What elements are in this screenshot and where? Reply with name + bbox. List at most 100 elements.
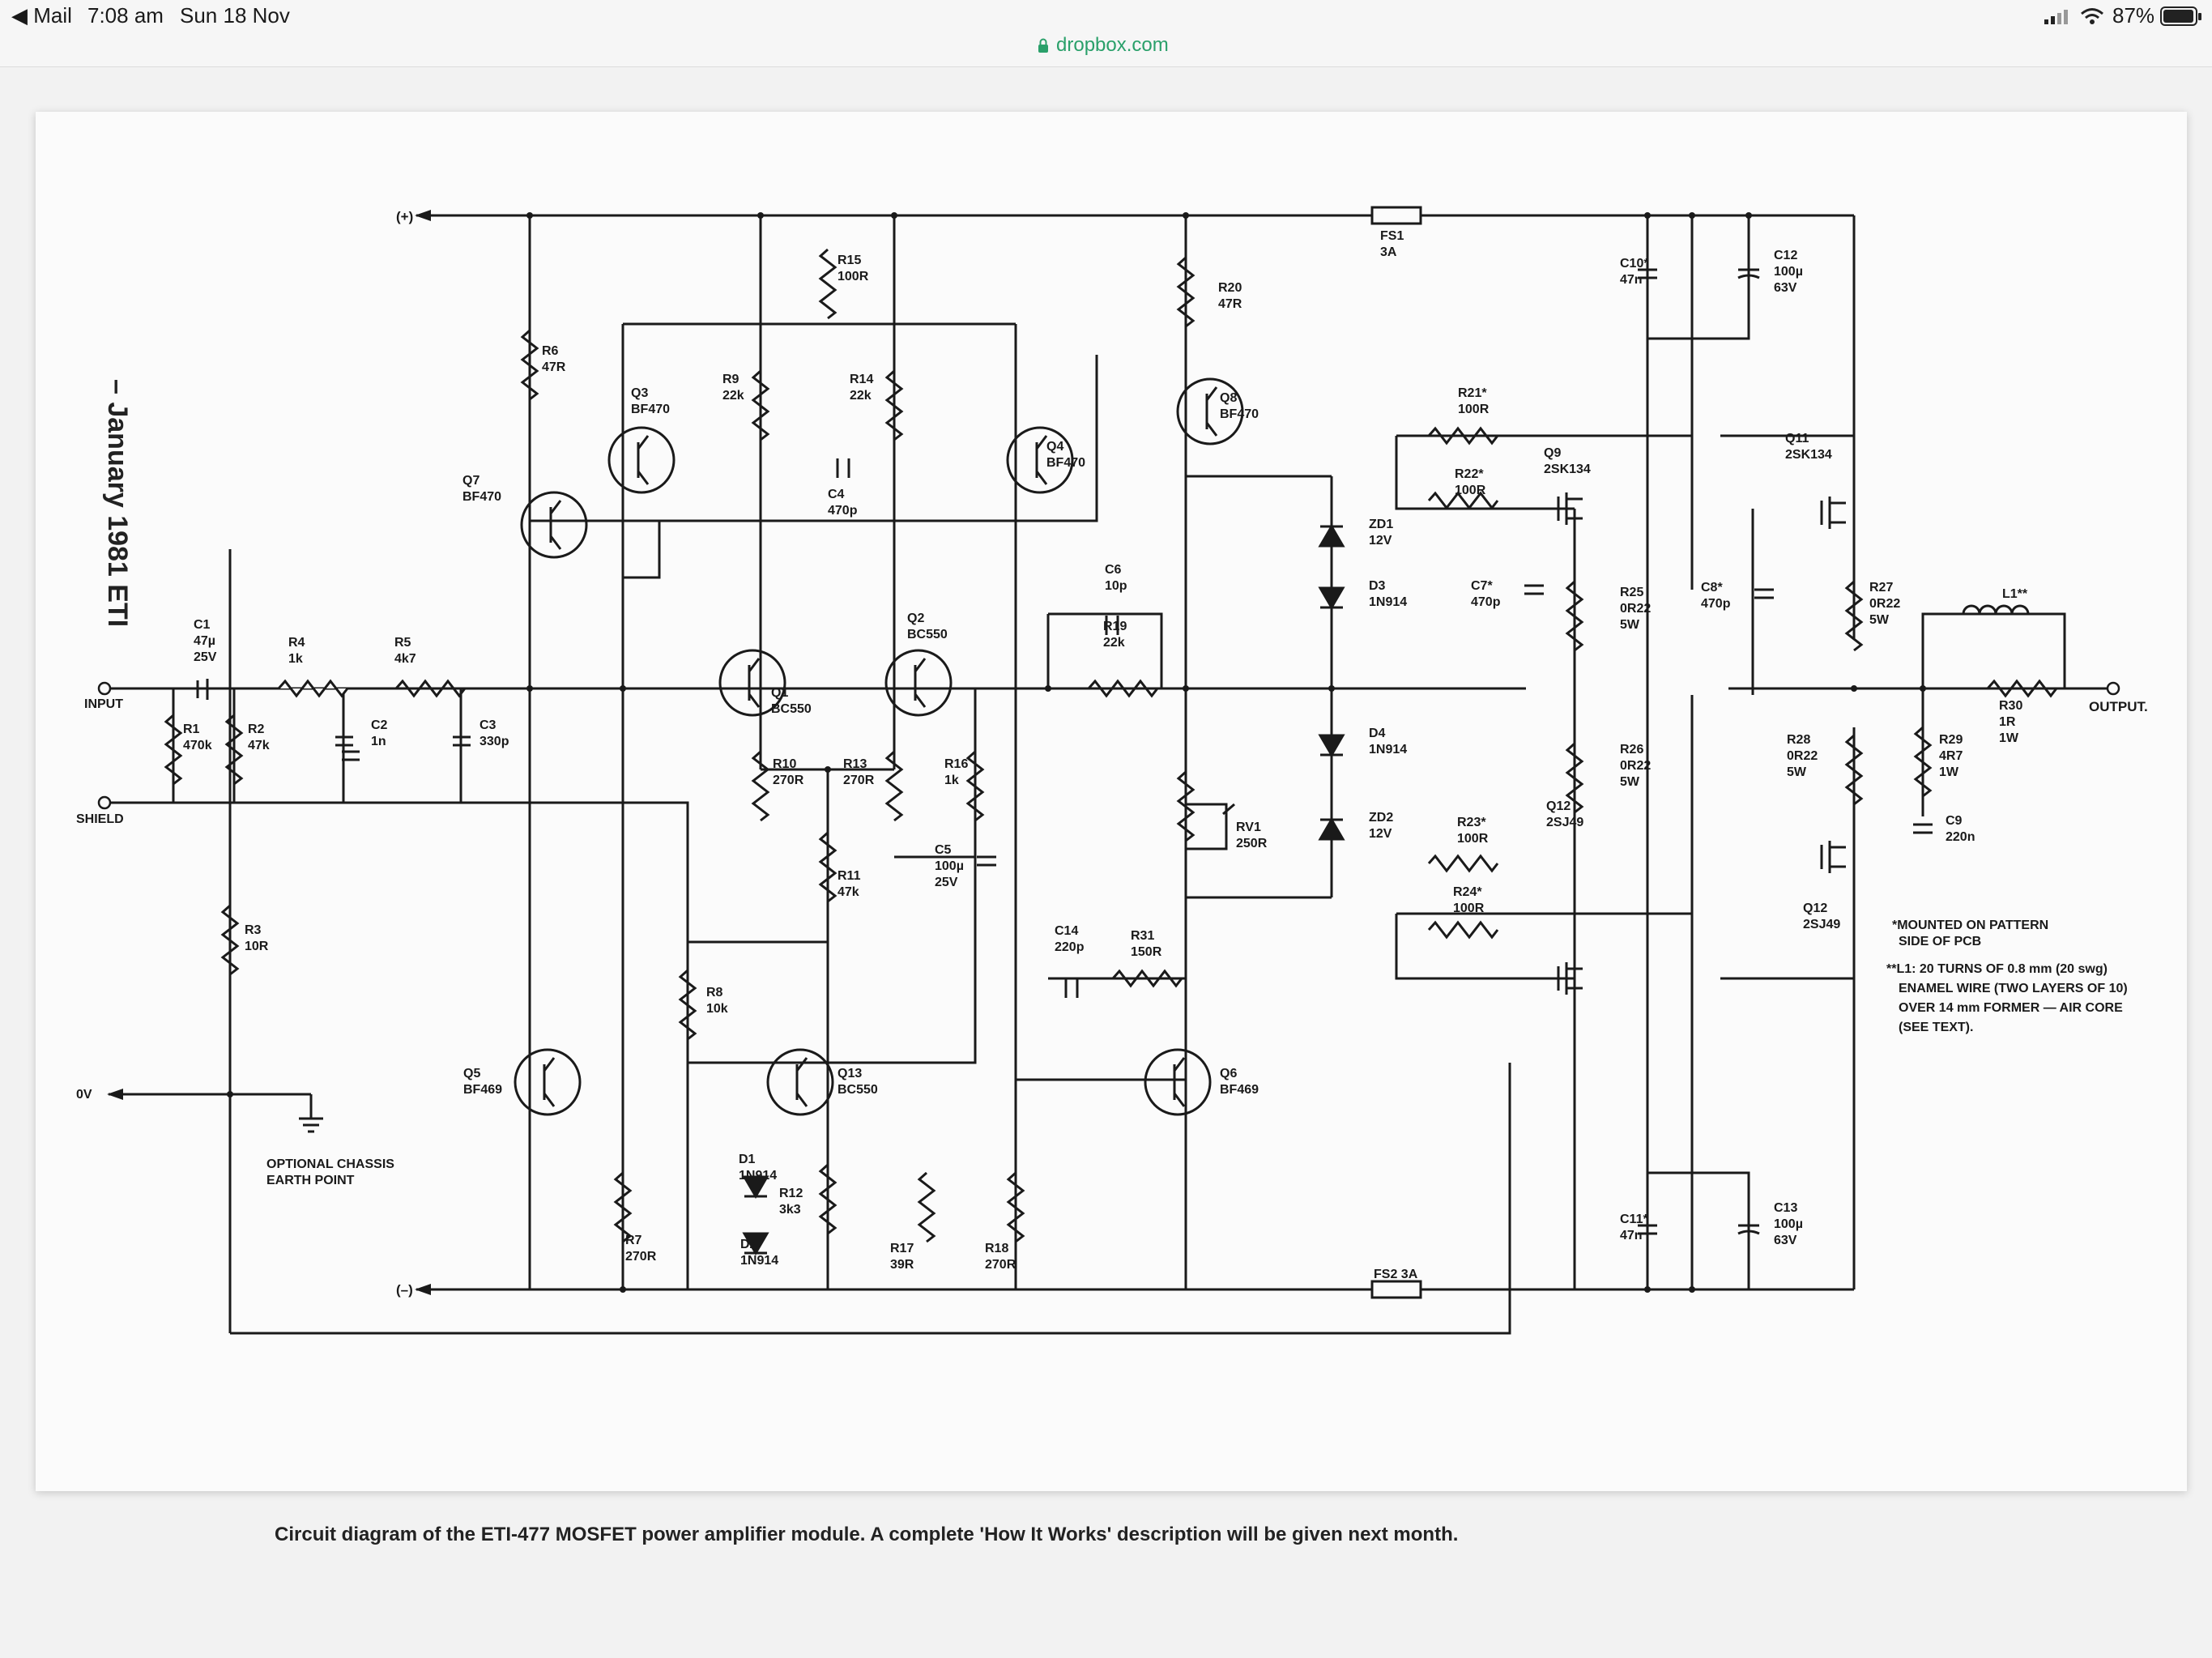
label-r20-line-1: R20 bbox=[1218, 281, 1242, 295]
inductor-l1 bbox=[1962, 604, 2030, 615]
url-text[interactable]: dropbox.com bbox=[1056, 34, 1169, 56]
label-r15-line-2: 100R bbox=[837, 270, 869, 283]
label-q4-line-1: Q4 bbox=[1046, 440, 1063, 454]
label-r12-line-1: R12 bbox=[779, 1187, 803, 1200]
label-r31-line-2: 150R bbox=[1131, 945, 1162, 959]
label-c6-line-1: C6 bbox=[1105, 563, 1122, 577]
label-r29-line-2: 4R7 bbox=[1939, 749, 1963, 763]
label-c2-line-2: 1n bbox=[371, 735, 386, 748]
label-r25-line-2: 0R22 bbox=[1620, 602, 1651, 616]
label-c10-line-1: C10* bbox=[1620, 257, 1649, 271]
label-q7-line-1: Q7 bbox=[462, 474, 479, 488]
label-rv1-line-2: 250R bbox=[1236, 837, 1268, 850]
label-r29-line-3: 1W bbox=[1939, 765, 1959, 779]
label-c4-line-2: 470p bbox=[828, 504, 858, 518]
label-r3-line-2: 10R bbox=[245, 940, 269, 953]
label-r11-line-2: 47k bbox=[837, 885, 859, 899]
label-r21-line-1: R21* bbox=[1458, 386, 1487, 400]
positive-rail-label: (+) bbox=[396, 209, 413, 224]
label-rv1-line-1: RV1 bbox=[1236, 820, 1261, 834]
label-r30-line-1: R30 bbox=[1999, 699, 2022, 713]
l1-note-line-4: (SEE TEXT). bbox=[1899, 1021, 1973, 1034]
label-c1-line-3: 25V bbox=[194, 650, 217, 664]
label-q5-line-1: Q5 bbox=[463, 1067, 480, 1080]
resistors bbox=[164, 248, 2058, 1243]
label-c11-line-1: C11* bbox=[1620, 1213, 1648, 1226]
diodes bbox=[742, 524, 1345, 1255]
label-c10-line-2: 47n bbox=[1620, 273, 1643, 287]
junction-dots bbox=[227, 212, 1926, 1293]
label-r19-line-2: 22k bbox=[1103, 636, 1125, 650]
label-zd1-line-2: 12V bbox=[1369, 534, 1392, 548]
document-page: – January 1981 ETI bbox=[36, 112, 2187, 1545]
output-label: OUTPUT. bbox=[2089, 699, 2148, 714]
label-c3-line-2: 330p bbox=[479, 735, 509, 748]
label-r1-line-2: 470k bbox=[183, 739, 212, 752]
label-d3-line-2: 1N914 bbox=[1369, 595, 1407, 609]
label-r27-line-2: 0R22 bbox=[1869, 597, 1900, 611]
label-c13-line-2: 100µ bbox=[1774, 1217, 1803, 1231]
battery-percent: 87% bbox=[2112, 3, 2155, 28]
label-zd2-line-2: 12V bbox=[1369, 827, 1392, 841]
url-bar[interactable]: dropbox.com bbox=[0, 34, 2212, 67]
terminals bbox=[97, 681, 2120, 810]
label-r18-line-2: 270R bbox=[985, 1258, 1016, 1272]
label-q1-line-1: Q1 bbox=[771, 686, 788, 700]
label-c5-line-3: 25V bbox=[935, 876, 958, 889]
wifi-icon bbox=[2081, 8, 2103, 24]
label-c8-line-2: 470p bbox=[1701, 597, 1731, 611]
back-to-app-button[interactable]: ◀ Mail bbox=[11, 3, 72, 28]
l1-note-line-2: ENAMEL WIRE (TWO LAYERS OF 10) bbox=[1899, 982, 2128, 995]
label-r26-line-3: 5W bbox=[1620, 775, 1640, 789]
lock-icon bbox=[1038, 38, 1048, 53]
battery-icon bbox=[2160, 6, 2201, 26]
label-r25-line-3: 5W bbox=[1620, 618, 1640, 632]
label-r26-line-2: 0R22 bbox=[1620, 759, 1651, 773]
label-q6-line-2: BF469 bbox=[1220, 1083, 1259, 1097]
circuit-diagram: (+) (–) INPUT SHIELD 0V OUTPUT. OPTIONAL… bbox=[76, 206, 2148, 1335]
label-r1-line-1: R1 bbox=[183, 722, 200, 736]
label-q4-line-2: BF470 bbox=[1046, 456, 1085, 470]
l1-note-line-1: **L1: 20 TURNS OF 0.8 mm (20 swg) bbox=[1886, 962, 2108, 976]
label-r10-line-1: R10 bbox=[773, 757, 796, 771]
label-q8-line-1: Q8 bbox=[1220, 391, 1237, 405]
label-d1-line-1: D1 bbox=[739, 1153, 756, 1166]
label-r9-line-1: R9 bbox=[722, 373, 739, 386]
label-c1-line-1: C1 bbox=[194, 618, 211, 632]
label-c4-line-1: C4 bbox=[828, 488, 845, 501]
date: Sun 18 Nov bbox=[180, 3, 290, 28]
label-q3-line-1: Q3 bbox=[631, 386, 648, 400]
label-q6-line-1: Q6 bbox=[1220, 1067, 1237, 1080]
label-r8-line-2: 10k bbox=[706, 1002, 728, 1016]
label-c1-line-2: 47µ bbox=[194, 634, 215, 648]
chassis-note-line-1: OPTIONAL CHASSIS bbox=[266, 1157, 394, 1171]
label-r14-line-1: R14 bbox=[850, 373, 873, 386]
label-d2-line-1: D2 bbox=[740, 1238, 757, 1251]
capacitors bbox=[196, 268, 1933, 1235]
label-r30-line-2: 1R bbox=[1999, 715, 2016, 729]
label-d4-line-2: 1N914 bbox=[1369, 743, 1407, 757]
negative-rail-label: (–) bbox=[396, 1282, 413, 1298]
label-q2-line-2: BC550 bbox=[907, 628, 948, 641]
label-r17-line-1: R17 bbox=[890, 1242, 914, 1255]
label-r17-line-2: 39R bbox=[890, 1258, 914, 1272]
label-c9-line-2: 220n bbox=[1946, 830, 1975, 844]
label-r14-line-2: 22k bbox=[850, 389, 872, 403]
label-q12b-line-2: 2SJ49 bbox=[1803, 918, 1840, 931]
fuses bbox=[1370, 206, 1422, 1299]
label-c6-line-2: 10p bbox=[1105, 579, 1127, 593]
ground-symbol bbox=[230, 1093, 323, 1133]
label-q9-line-2: 2SK134 bbox=[1544, 462, 1591, 476]
l1-note-line-3: OVER 14 mm FORMER — AIR CORE bbox=[1899, 1001, 2123, 1015]
label-r2-line-2: 47k bbox=[248, 739, 270, 752]
label-zd1-line-1: ZD1 bbox=[1369, 518, 1393, 531]
label-c14-line-2: 220p bbox=[1055, 940, 1085, 954]
label-c3-line-1: C3 bbox=[479, 718, 497, 732]
label-r4-line-1: R4 bbox=[288, 636, 305, 650]
label-r5-line-1: R5 bbox=[394, 636, 411, 650]
label-c12-line-3: 63V bbox=[1774, 281, 1797, 295]
label-q5-line-2: BF469 bbox=[463, 1083, 502, 1097]
label-r21-line-2: 100R bbox=[1458, 403, 1490, 416]
label-r4-line-2: 1k bbox=[288, 652, 303, 666]
arrows bbox=[107, 210, 431, 1295]
